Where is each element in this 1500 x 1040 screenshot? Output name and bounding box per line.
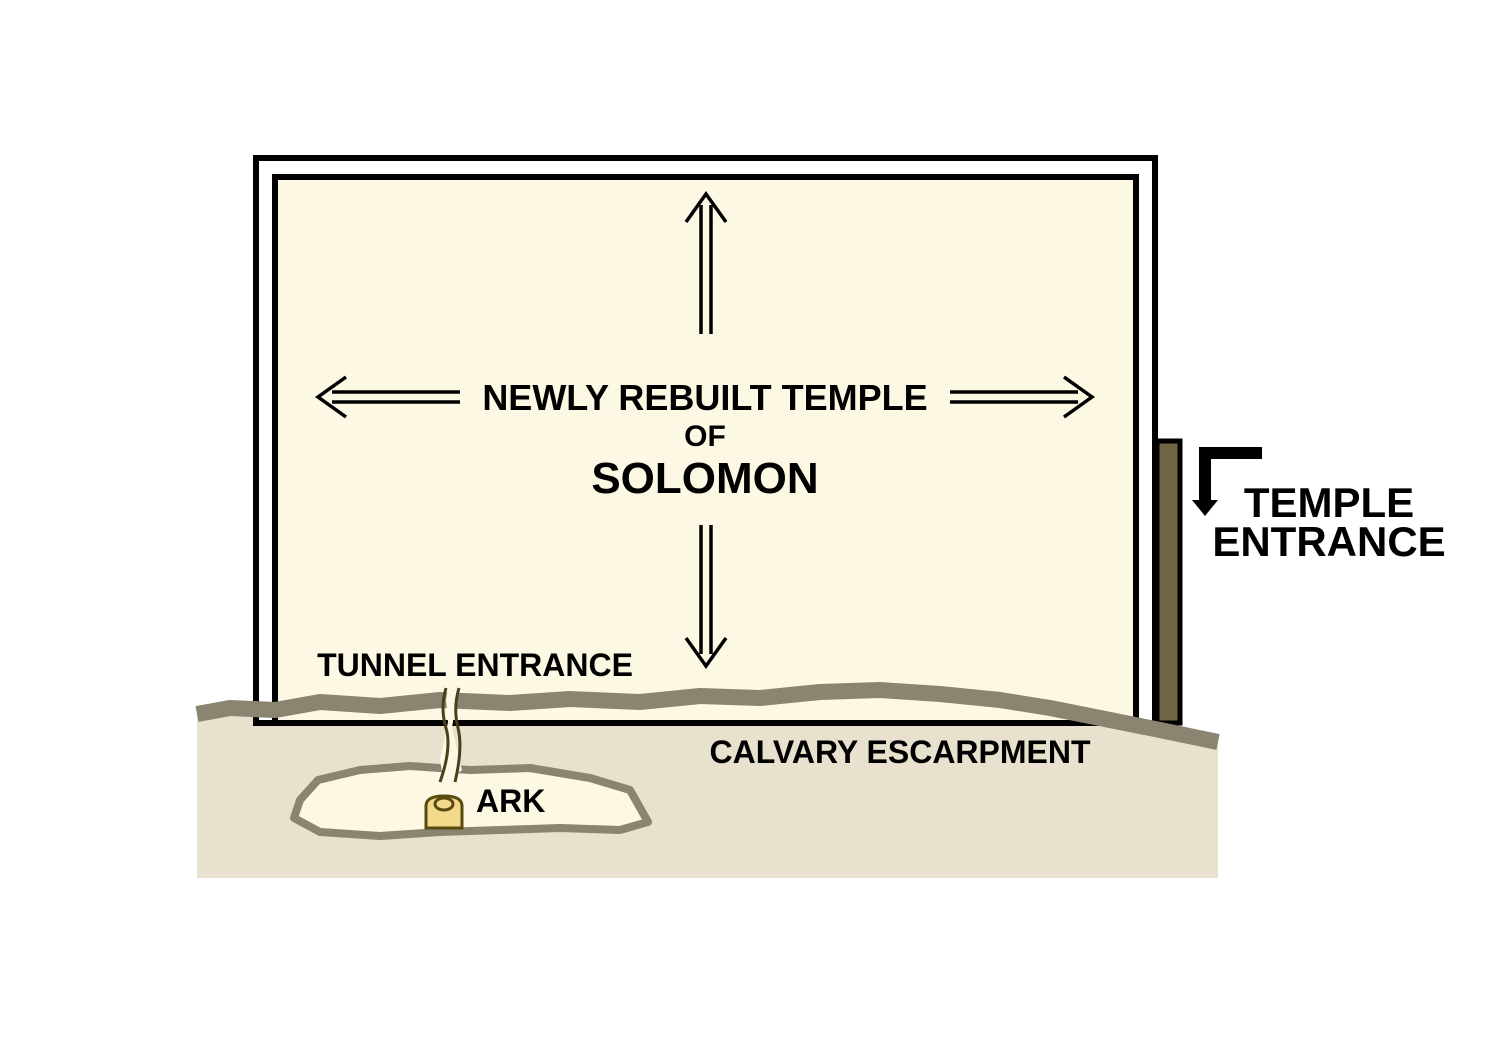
temple-inner-wall [272, 174, 1139, 726]
arrow-down-icon [684, 525, 728, 670]
temple-entrance-label-line1: TEMPLE [1244, 479, 1414, 526]
ark-icon [424, 794, 464, 830]
arrow-up-icon [684, 190, 728, 334]
temple-title-line2: OF [684, 420, 726, 453]
temple-title-line1: NEWLY REBUILT TEMPLE [482, 377, 927, 418]
temple-entrance-door [1154, 438, 1183, 726]
ark-label: ARK [476, 783, 545, 819]
ark-cave [290, 762, 652, 840]
tunnel-wall-right [453, 687, 462, 783]
temple-entrance-label-line2: ENTRANCE [1212, 518, 1445, 565]
temple-title-line3: SOLOMON [591, 454, 818, 503]
tunnel-entrance-label: TUNNEL ENTRANCE [317, 647, 633, 683]
escarpment-surface-line [195, 682, 1220, 750]
escarpment-label: CALVARY ESCARPMENT [709, 734, 1091, 770]
arrow-left-icon [314, 375, 460, 419]
arrow-right-icon [950, 375, 1096, 419]
temple-entrance-pointer-icon [1192, 447, 1262, 516]
tunnel-wall-left [438, 687, 450, 783]
